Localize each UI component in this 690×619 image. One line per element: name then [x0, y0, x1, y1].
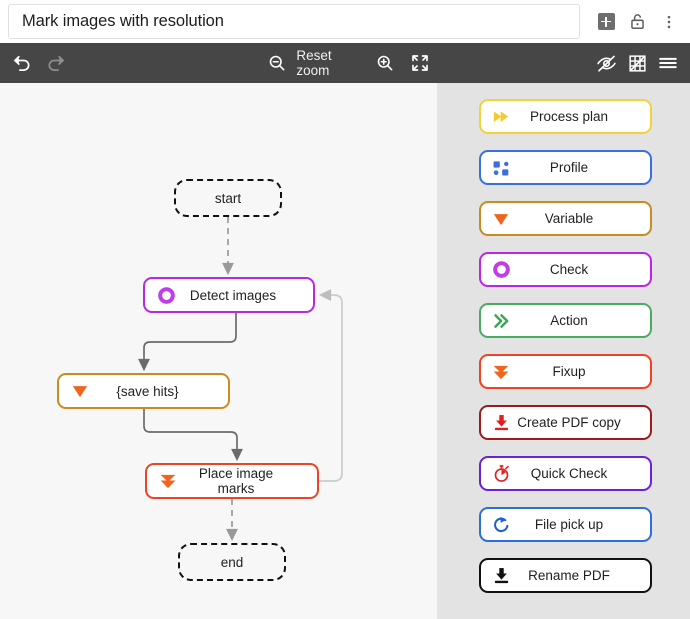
palette-item-variable[interactable]: Variable: [479, 201, 652, 236]
palette-item-process-plan[interactable]: Process plan: [479, 99, 652, 134]
palette-item-label: Action: [550, 313, 588, 328]
palette-item-label: Rename PDF: [528, 568, 610, 583]
blue-profile-blocks-icon: [488, 155, 514, 181]
palette-item-fixup[interactable]: Fixup: [479, 354, 652, 389]
palette-item-check[interactable]: Check: [479, 252, 652, 287]
palette-item-label: Quick Check: [530, 466, 608, 481]
flow-node-place-image-marks[interactable]: Place image marks: [145, 463, 319, 499]
purple-ring-icon: [153, 282, 179, 308]
palette-item-rename-pdf[interactable]: Rename PDF: [479, 558, 652, 593]
document-title-input[interactable]: Mark images with resolution: [8, 4, 580, 39]
redo-arrow-icon: [43, 43, 68, 83]
eye-off-icon[interactable]: [593, 43, 620, 83]
flow-node-label: Place image marks: [198, 466, 274, 496]
palette-item-quick-check[interactable]: Quick Check: [479, 456, 652, 491]
edge-detect-to-savehits: [138, 313, 237, 372]
unlocked-padlock-icon[interactable]: [623, 8, 651, 36]
palette-item-label: Variable: [544, 211, 594, 226]
edge-savehits-to-place: [143, 409, 243, 462]
node-palette-sidebar: Process plan Profile Variable Check: [437, 83, 690, 619]
flow-node-label: {save hits}: [116, 383, 179, 399]
reset-zoom-button[interactable]: Reset zoom: [289, 43, 372, 83]
flow-node-end[interactable]: end: [178, 543, 286, 581]
blue-rotate-arrow-icon: [488, 512, 514, 538]
palette-item-label: Process plan: [529, 109, 609, 124]
editor-toolbar: Reset zoom: [0, 43, 690, 83]
flow-node-label: start: [214, 190, 242, 206]
zoom-out-icon[interactable]: [264, 43, 289, 83]
flow-node-label: Detect images: [189, 287, 277, 303]
orange-double-chevron-down-icon: [488, 359, 514, 385]
flow-node-detect-images[interactable]: Detect images: [143, 277, 315, 313]
palette-item-create-pdf-copy[interactable]: Create PDF copy: [479, 405, 652, 440]
palette-item-label: File pick up: [534, 517, 604, 532]
yellow-fast-forward-icon: [488, 104, 514, 130]
page-title: Mark images with resolution: [22, 12, 224, 30]
undo-arrow-icon[interactable]: [10, 43, 35, 83]
red-download-icon: [488, 410, 514, 436]
palette-item-label: Profile: [549, 160, 589, 175]
palette-item-profile[interactable]: Profile: [479, 150, 652, 185]
flow-node-label: end: [220, 554, 244, 570]
zoom-in-icon[interactable]: [373, 43, 398, 83]
title-bar: Mark images with resolution: [0, 0, 690, 43]
vertical-dots-icon[interactable]: [655, 8, 683, 36]
hamburger-menu-icon[interactable]: [655, 43, 682, 83]
fit-to-screen-icon[interactable]: [408, 43, 433, 83]
orange-triangle-icon: [488, 206, 514, 232]
reset-zoom-label: Reset zoom: [296, 48, 332, 78]
orange-double-chevron-down-icon: [155, 468, 181, 494]
edge-place-to-detect-loop: [318, 289, 343, 482]
flow-canvas[interactable]: start Detect images {save hits} Place im…: [0, 83, 437, 619]
orange-triangle-icon: [67, 378, 93, 404]
palette-item-label: Fixup: [552, 364, 586, 379]
green-double-chevron-right-icon: [488, 308, 514, 334]
palette-item-label: Check: [549, 262, 589, 277]
red-stopwatch-icon: [488, 461, 514, 487]
palette-item-label: Create PDF copy: [517, 415, 621, 430]
palette-item-action[interactable]: Action: [479, 303, 652, 338]
flow-edges: [138, 217, 343, 542]
plus-square-icon[interactable]: [589, 8, 617, 36]
purple-ring-icon: [488, 257, 514, 283]
black-download-icon: [488, 563, 514, 589]
flow-node-start[interactable]: start: [174, 179, 282, 217]
grid-off-icon[interactable]: [624, 43, 651, 83]
palette-item-file-pick-up[interactable]: File pick up: [479, 507, 652, 542]
flow-node-save-hits[interactable]: {save hits}: [57, 373, 230, 409]
